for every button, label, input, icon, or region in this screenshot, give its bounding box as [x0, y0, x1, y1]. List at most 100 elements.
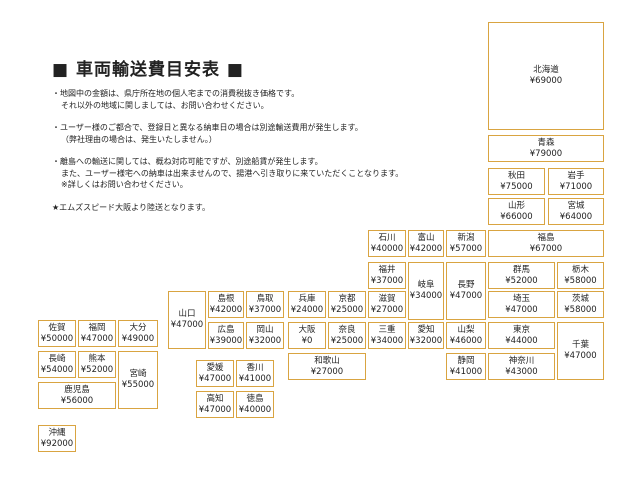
- prefecture-okinawa: 沖縄¥92000: [38, 425, 76, 452]
- prefecture-gunma: 群馬¥52000: [488, 262, 555, 289]
- prefecture-name: 秋田: [507, 170, 525, 181]
- prefecture-name: 宮城: [567, 200, 585, 211]
- prefecture-price: ¥34000: [370, 335, 404, 346]
- prefecture-miyagi: 宮城¥64000: [548, 198, 604, 225]
- prefecture-name: 群馬: [512, 264, 530, 275]
- prefecture-niigata: 新潟¥57000: [446, 230, 486, 257]
- prefecture-name: 埼玉: [512, 293, 530, 304]
- prefecture-kyoto: 京都¥25000: [328, 291, 366, 318]
- note-origin: ★エムズスピード大阪より陸送となります。: [52, 202, 210, 212]
- prefecture-price: ¥52000: [80, 364, 114, 375]
- prefecture-hokkaido: 北海道¥69000: [488, 22, 604, 130]
- prefecture-name: 徳島: [246, 393, 264, 404]
- prefecture-name: 北海道: [533, 65, 559, 75]
- prefecture-price: ¥67000: [529, 243, 563, 254]
- prefecture-price: ¥47000: [170, 320, 204, 330]
- prefecture-name: 青森: [537, 137, 555, 148]
- prefecture-price: ¥79000: [529, 148, 563, 159]
- prefecture-name: 千葉: [571, 340, 589, 350]
- prefecture-hiroshima: 広島¥39000: [208, 322, 244, 349]
- prefecture-akita: 秋田¥75000: [488, 168, 545, 195]
- prefecture-price: ¥69000: [529, 76, 563, 86]
- notes-section: ・地図中の金額は、県庁所在地の個人宅までの消費税抜き価格です。 それ以外の地域に…: [52, 88, 403, 224]
- prefecture-yamanashi: 山梨¥46000: [446, 322, 486, 349]
- page-title: ■ 車両輸送費目安表 ■: [52, 60, 244, 80]
- prefecture-name: 山形: [507, 200, 525, 211]
- prefecture-name: 島根: [217, 293, 235, 304]
- prefecture-price: ¥47000: [80, 333, 114, 344]
- prefecture-toyama: 富山¥42000: [408, 230, 444, 257]
- prefecture-price: ¥37000: [370, 275, 404, 286]
- prefecture-price: ¥71000: [559, 181, 593, 192]
- prefecture-kumamoto: 熊本¥52000: [78, 351, 116, 378]
- prefecture-price: ¥55000: [121, 380, 155, 390]
- prefecture-aomori: 青森¥79000: [488, 135, 604, 162]
- prefecture-miyazaki: 宮崎¥55000: [118, 351, 158, 409]
- note-delivery-date: ・ユーザー様のご都合で、登録日と異なる納車日の場合は別途輸送費用が発生します。 …: [52, 123, 363, 144]
- prefecture-kanagawa: 神奈川¥43000: [488, 353, 555, 380]
- prefecture-name: 佐賀: [48, 322, 66, 333]
- prefecture-name: 三重: [378, 324, 396, 335]
- prefecture-yamaguchi: 山口¥47000: [168, 291, 206, 349]
- prefecture-tochigi: 栃木¥58000: [557, 262, 604, 289]
- prefecture-price: ¥42000: [409, 243, 443, 254]
- prefecture-name: 栃木: [571, 264, 589, 275]
- prefecture-kochi: 高知¥47000: [196, 391, 234, 418]
- prefecture-aichi: 愛知¥32000: [408, 322, 444, 349]
- prefecture-price: ¥57000: [449, 243, 483, 254]
- prefecture-nara: 奈良¥25000: [328, 322, 366, 349]
- prefecture-price: ¥44000: [505, 335, 538, 346]
- prefecture-name: 香川: [246, 362, 264, 373]
- prefecture-name: 福井: [378, 264, 396, 275]
- prefecture-name: 愛知: [417, 324, 435, 335]
- prefecture-name: 長崎: [48, 353, 66, 364]
- prefecture-price: ¥58000: [564, 304, 597, 315]
- prefecture-price: ¥24000: [290, 304, 324, 315]
- prefecture-price: ¥46000: [449, 335, 483, 346]
- prefecture-price: ¥56000: [60, 395, 94, 406]
- prefecture-yamagata: 山形¥66000: [488, 198, 545, 225]
- prefecture-name: 沖縄: [48, 427, 66, 438]
- prefecture-nagano: 長野¥47000: [446, 262, 486, 320]
- prefecture-price: ¥25000: [330, 304, 364, 315]
- prefecture-shizuoka: 静岡¥41000: [446, 353, 486, 380]
- prefecture-ishikawa: 石川¥40000: [368, 230, 406, 257]
- prefecture-price: ¥40000: [238, 404, 272, 415]
- prefecture-name: 岩手: [567, 170, 585, 181]
- prefecture-name: 山口: [178, 309, 196, 319]
- prefecture-ehime: 愛媛¥47000: [196, 360, 234, 387]
- prefecture-price: ¥50000: [40, 333, 74, 344]
- prefecture-name: 奈良: [338, 324, 356, 335]
- prefecture-osaka: 大阪¥0: [288, 322, 326, 349]
- prefecture-shimane: 島根¥42000: [208, 291, 244, 318]
- prefecture-name: 熊本: [88, 353, 106, 364]
- prefecture-name: 和歌山: [314, 355, 340, 366]
- prefecture-iwate: 岩手¥71000: [548, 168, 604, 195]
- prefecture-price: ¥32000: [248, 335, 282, 346]
- prefecture-kagawa: 香川¥41000: [236, 360, 274, 387]
- prefecture-price: ¥39000: [209, 335, 243, 346]
- prefecture-price: ¥47000: [564, 351, 597, 361]
- prefecture-fukushima: 福島¥67000: [488, 230, 604, 257]
- prefecture-name: 東京: [512, 324, 530, 335]
- prefecture-name: 岐阜: [417, 280, 435, 290]
- prefecture-price: ¥47000: [505, 304, 538, 315]
- prefecture-price: ¥49000: [121, 333, 155, 344]
- prefecture-price: ¥66000: [500, 211, 533, 222]
- prefecture-chiba: 千葉¥47000: [557, 322, 604, 380]
- prefecture-name: 石川: [378, 232, 396, 243]
- prefecture-name: 静岡: [457, 355, 475, 366]
- prefecture-kagoshima: 鹿児島¥56000: [38, 382, 116, 409]
- prefecture-fukuoka: 福岡¥47000: [78, 320, 116, 347]
- prefecture-price: ¥32000: [409, 335, 443, 346]
- prefecture-price: ¥58000: [564, 275, 597, 286]
- prefecture-name: 福島: [537, 232, 555, 243]
- prefecture-okayama: 岡山¥32000: [246, 322, 284, 349]
- prefecture-name: 長野: [457, 280, 475, 290]
- prefecture-saitama: 埼玉¥47000: [488, 291, 555, 318]
- prefecture-mie: 三重¥34000: [368, 322, 406, 349]
- prefecture-name: 山梨: [457, 324, 475, 335]
- prefecture-name: 滋賀: [378, 293, 396, 304]
- prefecture-price: ¥42000: [209, 304, 243, 315]
- prefecture-name: 広島: [217, 324, 235, 335]
